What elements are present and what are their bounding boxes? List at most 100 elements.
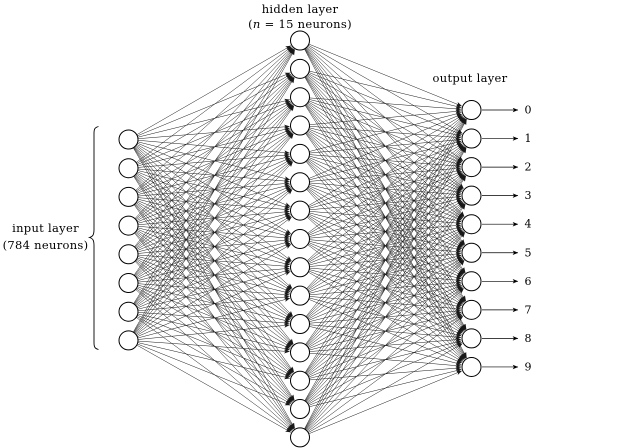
edge [136,288,292,404]
edge [304,119,467,430]
edge [136,144,292,234]
input-neuron [118,158,139,179]
edge [304,118,467,373]
edge [135,173,292,290]
edge [135,46,292,163]
edge [137,228,291,292]
edge [133,105,295,333]
edge [137,286,291,349]
edge [309,70,462,109]
edge [137,127,291,167]
edge [309,111,462,152]
edge [136,317,292,432]
output-class-label: 5 [525,246,532,259]
output-class-label: 0 [525,104,532,117]
edge [307,116,464,234]
input-neuron [118,330,139,351]
edge [136,287,292,376]
output-neuron [461,128,482,149]
edges-input-hidden [132,45,296,433]
hidden-layer-title: hidden layer [261,2,339,16]
edge [134,133,294,334]
output-class-label: 8 [525,332,532,345]
edge [135,289,293,431]
edge [137,315,291,378]
edge [137,297,291,339]
edge [135,144,292,262]
edge [308,115,463,207]
edge [308,370,462,435]
edge [137,266,290,283]
edge [134,48,294,248]
output-neuron [461,185,482,206]
edge [307,315,464,432]
edge [136,344,292,433]
output-arrows [482,107,519,370]
edge [135,216,292,335]
input-neuron [118,273,139,293]
edge [137,98,290,138]
output-neuron [461,271,482,292]
output-layer-label: output layer [432,71,508,85]
input-neuron [118,129,139,150]
edge [304,147,467,430]
hidden-neuron [290,285,310,306]
output-neuron [461,100,482,120]
edge [137,342,290,380]
hidden-neuron [290,228,310,249]
hidden-neuron [290,172,310,193]
input-layer-label: input layer (784 neurons) [0,220,91,254]
hidden-layer-subtitle: (n = 15 neurons) [210,17,390,32]
output-neuron [461,328,482,349]
edge [137,186,291,251]
edge [305,232,466,431]
edge [137,271,291,337]
edge [137,200,291,264]
edge [308,113,463,179]
edge [136,45,292,135]
edge [135,202,292,318]
edge [133,77,295,333]
edge [136,258,292,348]
hidden-neuron [290,143,310,164]
edge [137,171,291,236]
edge [136,201,292,291]
input-layer-title: input layer [12,221,79,235]
edge [304,118,467,401]
edge [137,343,291,406]
edge [135,47,293,191]
hidden-neuron [290,200,310,221]
edge [305,118,466,317]
output-class-label: 9 [525,360,532,373]
edge [133,48,295,276]
output-neuron [461,242,482,263]
edges-hidden-output [304,43,467,435]
neurons [118,30,482,448]
edge [134,161,294,334]
edge [137,323,290,340]
edge [309,109,462,125]
edge [136,172,292,263]
edge [137,140,290,155]
edge [133,49,295,304]
output-class-label: 3 [525,189,532,202]
edge [135,189,293,335]
edge [137,257,291,321]
edge [306,288,464,432]
edge [137,129,291,194]
output-neuron [461,356,482,377]
output-neuron [461,214,482,235]
edge [135,231,292,347]
edge [306,117,465,289]
edge [135,260,293,403]
edge [137,294,290,312]
edge [134,48,294,219]
input-neuron [118,244,139,265]
edge [137,100,291,165]
output-neuron [461,299,482,320]
edge [309,97,462,112]
output-class-label: 6 [525,275,532,288]
input-layer-brace [87,126,99,350]
